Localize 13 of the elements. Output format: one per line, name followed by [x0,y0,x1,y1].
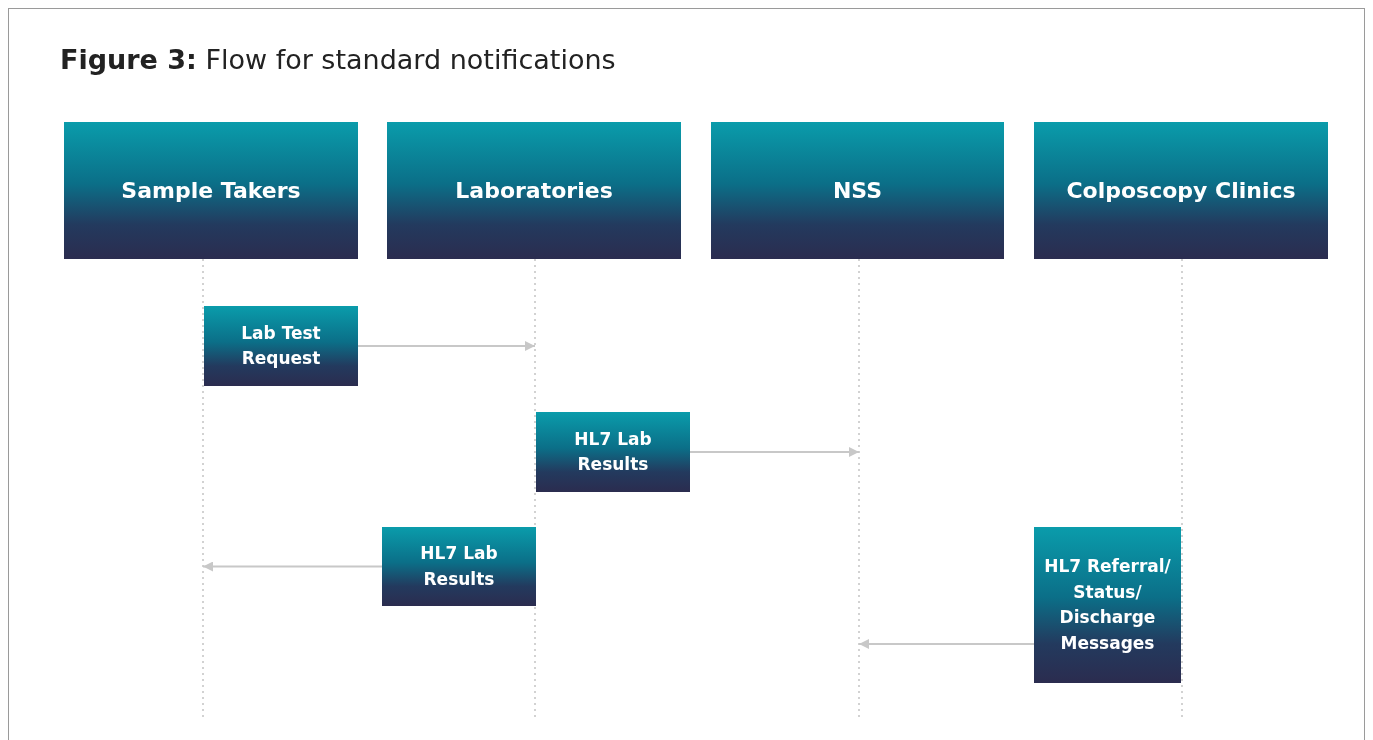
message-box: HL7 Lab Results [382,527,536,606]
lane-header: NSS [711,122,1004,259]
lane-header: Sample Takers [64,122,358,259]
lane-header: Colposcopy Clinics [1034,122,1328,259]
figure-title: Figure 3: Flow for standard notifications [60,44,616,75]
message-box: HL7 Referral/ Status/ Discharge Messages [1034,527,1181,683]
arrow [357,341,536,351]
message-box: HL7 Lab Results [536,412,690,492]
message-box: Lab Test Request [204,306,358,386]
arrow [689,447,860,457]
lane-header: Laboratories [387,122,681,259]
arrow [858,639,1035,649]
arrow [202,561,383,572]
